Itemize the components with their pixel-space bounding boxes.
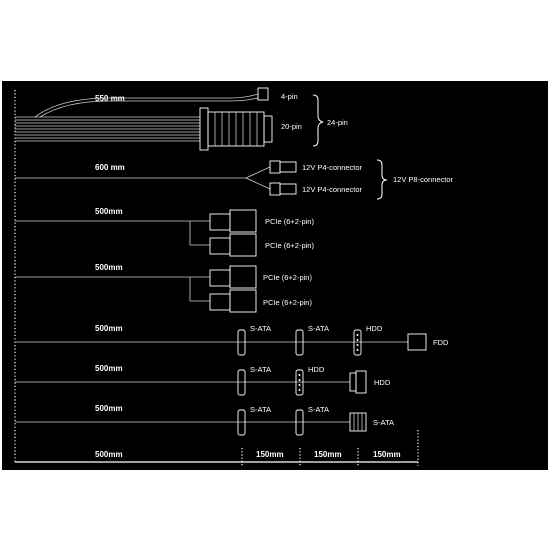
connector-pcie-icon — [209, 237, 231, 255]
cable-row-pcie-1: 500mm PCIe (6+2-pin) PCIe (6+2-pin) — [15, 207, 314, 257]
sata-connector-icon — [237, 409, 246, 436]
connector-label: PCIe (6+2-pin) — [263, 273, 312, 282]
connector-pcie-icon — [209, 213, 231, 231]
row-length-label: 550 mm — [95, 94, 125, 103]
brace-icon — [312, 94, 324, 147]
row-length-label: 500mm — [95, 207, 123, 216]
group-label: 12V P8-connector — [393, 175, 454, 184]
sata-connector-icon — [237, 369, 246, 396]
connector-label: S-ATA — [308, 405, 329, 414]
connector-label: PCIe (6+2-pin) — [265, 217, 314, 226]
connector-4pin-icon — [257, 87, 269, 101]
row-length-label: 500mm — [95, 364, 123, 373]
connector-label: HDD — [366, 324, 383, 333]
connector-label: PCIe (6+2-pin) — [265, 241, 314, 250]
connector-label: S-ATA — [250, 365, 271, 374]
cable-row-sata-hdd-fdd: 500mm S-ATA S-ATA HDD FDD — [15, 324, 449, 356]
ruler-label: 500mm — [95, 450, 123, 459]
row-length-label: 600 mm — [95, 163, 125, 172]
fdd-connector-icon — [407, 333, 427, 351]
sata-connector-icon — [295, 409, 304, 436]
cable-row-sata: 500mm S-ATA S-ATA S-ATA — [15, 404, 394, 436]
ruler-label: 150mm — [314, 450, 342, 459]
connector-label: 20-pin — [281, 122, 302, 131]
connector-label: 12V P4-connector — [302, 163, 363, 172]
connector-label: PCIe (6+2-pin) — [263, 298, 312, 307]
molex-connector-icon — [353, 329, 362, 356]
row-length-label: 500mm — [95, 404, 123, 413]
connector-label: S-ATA — [373, 418, 394, 427]
group-label: 24-pin — [327, 118, 348, 127]
connector-label: FDD — [433, 338, 449, 347]
cable-row-p8: 600 mm 12V P4-connector 12V P4-connector… — [15, 159, 454, 200]
connector-label: S-ATA — [250, 324, 271, 333]
ruler-label: 150mm — [373, 450, 401, 459]
length-ruler: 500mm 150mm 150mm 150mm — [15, 430, 419, 466]
brace-icon — [376, 159, 388, 200]
connector-pcie-icon — [209, 269, 231, 287]
cable-row-24pin: 550 mm 4-pin 20-pin 24-pin — [15, 87, 348, 151]
sata-connector-icon — [237, 329, 246, 356]
ruler-label: 150mm — [256, 450, 284, 459]
connector-label: S-ATA — [308, 324, 329, 333]
connector-label: 4-pin — [281, 92, 298, 101]
hdd-connector-icon — [349, 372, 357, 392]
diagram-panel — [2, 81, 548, 470]
connector-label: S-ATA — [250, 405, 271, 414]
cable-row-sata-hdd-hdd: 500mm S-ATA HDD HDD — [15, 364, 391, 396]
cable-row-pcie-2: 500mm PCIe (6+2-pin) PCIe (6+2-pin) — [15, 263, 312, 313]
sata-connector-icon — [295, 329, 304, 356]
connector-label: HDD — [308, 365, 325, 374]
connector-label: HDD — [374, 378, 391, 387]
row-length-label: 500mm — [95, 263, 123, 272]
connector-label: 12V P4-connector — [302, 185, 363, 194]
molex-connector-icon — [295, 369, 304, 396]
connector-p4-icon — [269, 182, 281, 196]
connector-pcie-icon — [209, 293, 231, 311]
sleeve-icon — [199, 107, 209, 151]
row-length-label: 500mm — [95, 324, 123, 333]
connector-p4-icon — [269, 160, 281, 174]
